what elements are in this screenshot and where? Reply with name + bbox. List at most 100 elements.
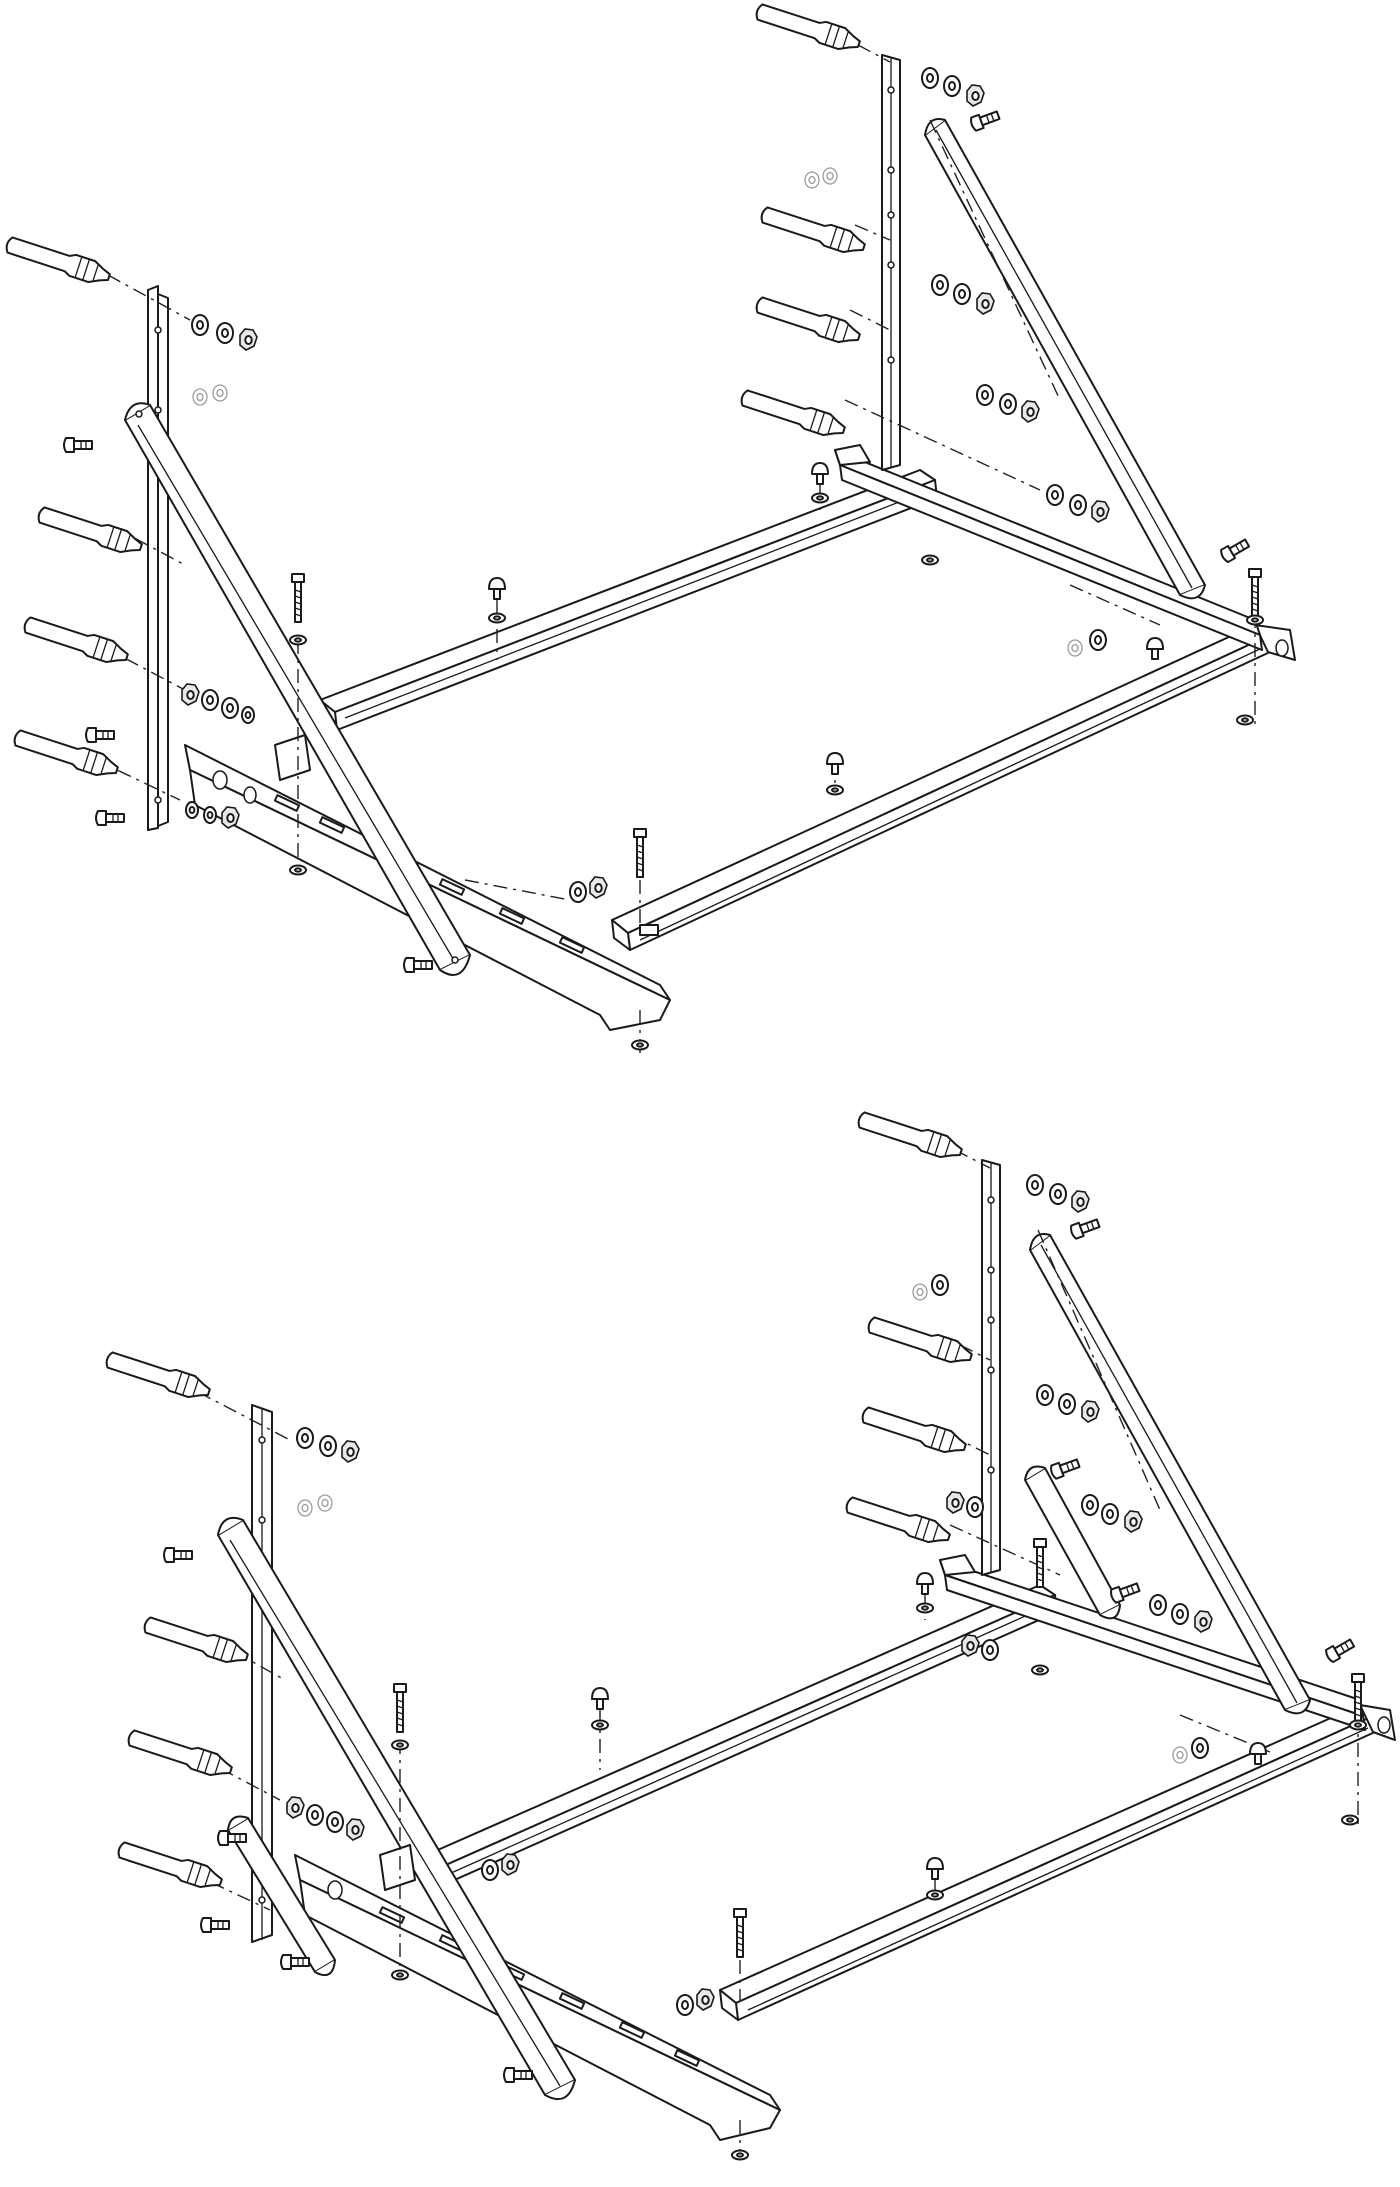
washer-icon — [296, 1427, 314, 1449]
hex-nut-icon — [966, 84, 985, 107]
hex-nut-icon — [286, 1796, 305, 1819]
washer-icon — [731, 2149, 749, 2161]
right-bracket-arm — [939, 1554, 1366, 1731]
carriage-bolt-icon — [291, 573, 305, 623]
upper-assembly-view — [2, 0, 1296, 1055]
washer-icon — [1149, 1594, 1167, 1616]
anchor-bolt-icon — [737, 385, 849, 442]
washer-icon — [569, 881, 587, 903]
left-wall-strip — [251, 1404, 273, 1943]
anchor-bolt-icon — [864, 1312, 976, 1369]
hex-nut-icon — [1081, 1400, 1100, 1423]
anchor-bolt-icon — [102, 1347, 214, 1404]
washer-icon — [1246, 614, 1264, 626]
hex-nut-icon — [1071, 1190, 1090, 1213]
washer-icon — [317, 1494, 333, 1512]
washer-icon — [1036, 1384, 1054, 1406]
carriage-bolt-icon — [503, 2067, 533, 2083]
washer-icon — [391, 1739, 409, 1751]
washer-icon — [203, 806, 217, 824]
washer-icon — [953, 283, 971, 305]
washer-icon — [289, 864, 307, 876]
right-auxiliary-brace — [1024, 1465, 1121, 1620]
carriage-bolt-icon — [1033, 1538, 1047, 1588]
washer-icon — [319, 1435, 337, 1457]
washer-icon — [1067, 639, 1083, 657]
right-bracket-arm — [834, 444, 1263, 651]
hex-nut-icon — [341, 1440, 360, 1463]
anchor-bolt-icon — [752, 292, 864, 349]
wall-anchor-bolts — [102, 1107, 976, 1894]
washer-icon — [921, 67, 939, 89]
carriage-bolt-icon — [95, 810, 125, 826]
washer-icon — [201, 689, 219, 711]
washer-icon — [804, 171, 820, 189]
washer-icon — [212, 384, 228, 402]
hex-nut-icon — [346, 1818, 365, 1841]
carriage-bolt-icon — [826, 752, 844, 775]
hex-nut-icon — [696, 1988, 715, 2011]
carriage-bolt-icon — [916, 1572, 934, 1595]
carriage-bolt-icon — [488, 577, 506, 600]
anchor-bolt-icon — [752, 0, 864, 56]
rear-support-rail — [414, 1584, 1058, 1891]
anchor-bolt-icon — [140, 1612, 252, 1669]
anchor-bolt-icon — [2, 232, 114, 289]
washer-icon — [1172, 1746, 1188, 1764]
bolts — [163, 1215, 1367, 2161]
carriage-bolt-icon — [217, 1830, 247, 1846]
washer-icon — [1058, 1393, 1076, 1415]
anchor-bolt-icon — [114, 1837, 226, 1894]
left-diagonal-brace — [217, 1516, 576, 2100]
washer-icon — [676, 1994, 694, 2016]
left-auxiliary-brace — [227, 1815, 336, 1976]
carriage-bolt-icon — [811, 462, 829, 485]
washer-icon — [221, 697, 239, 719]
washer-icon — [1171, 1603, 1189, 1625]
carriage-bolt-icon — [1146, 637, 1164, 660]
right-wall-strip — [881, 54, 901, 471]
washer-icon — [1349, 1719, 1367, 1731]
left-diagonal-brace — [124, 402, 471, 976]
washer-icon — [931, 1274, 949, 1296]
anchor-bolt-icon — [34, 502, 146, 559]
hex-nut-icon — [946, 1491, 965, 1514]
washer-icon — [191, 314, 209, 336]
carriage-bolt-icon — [403, 957, 433, 973]
carriage-bolt-icon — [968, 107, 1002, 133]
washer-icon — [926, 1889, 944, 1901]
carriage-bolt-icon — [163, 1547, 193, 1563]
washer-icon — [1026, 1174, 1044, 1196]
carriage-bolt-icon — [591, 1687, 609, 1710]
washer-icon — [916, 1602, 934, 1614]
carriage-bolt-icon — [393, 1683, 407, 1733]
hex-nut-icon — [181, 683, 200, 706]
washer-icon — [981, 1639, 999, 1661]
carriage-bolt-icon — [1108, 1579, 1142, 1605]
alignment-lines — [91, 44, 1256, 1055]
washer-icon — [1089, 629, 1107, 651]
carriage-bolt-icon — [63, 437, 93, 453]
washer-icon — [488, 612, 506, 624]
anchor-bolt-icon — [858, 1402, 970, 1459]
left-bracket-arm — [294, 1854, 781, 2141]
washer-icon — [481, 1859, 499, 1881]
washer-icon — [185, 801, 199, 819]
hex-nut-icon — [961, 1634, 980, 1657]
washer-icon — [912, 1283, 928, 1301]
washer-icon — [1031, 1664, 1049, 1676]
carriage-bolt-icon — [1323, 1635, 1357, 1665]
washer-icon — [826, 784, 844, 796]
corner-block — [379, 1844, 416, 1891]
washer-icon — [999, 393, 1017, 415]
anchor-bolt-icon — [854, 1107, 966, 1164]
washer-icon — [1236, 714, 1254, 726]
anchor-bolt-icon — [757, 202, 869, 259]
carriage-bolt-icon — [926, 1857, 944, 1880]
right-wall-strip — [981, 1159, 1001, 1576]
washer-icon — [811, 492, 829, 504]
washer-icon — [943, 75, 961, 97]
corner-block — [274, 734, 311, 781]
washer-icon — [306, 1804, 324, 1826]
